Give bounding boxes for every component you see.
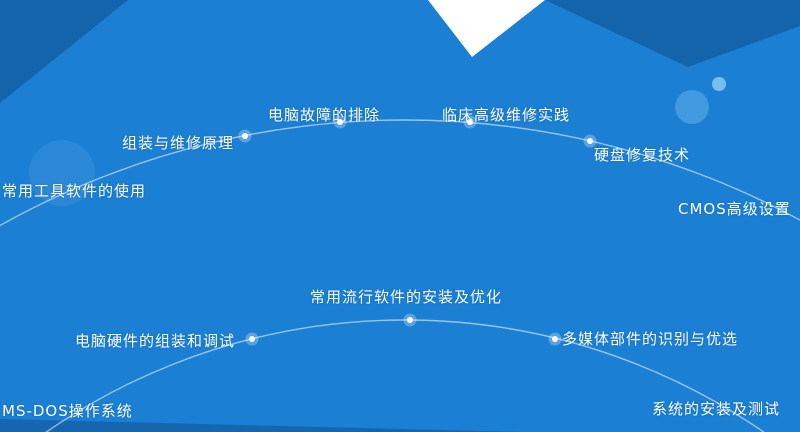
inner-topic-label-3: MS-DOS操作系统 xyxy=(2,402,133,420)
outer-topic-label-4: 硬盘修复技术 xyxy=(594,146,691,164)
inner-arc-dot-2 xyxy=(403,313,417,327)
outer-topic-label-2: 电脑故障的排除 xyxy=(268,106,381,124)
inner-arc xyxy=(45,319,765,432)
top-notch-shape xyxy=(428,0,545,57)
outer-arc xyxy=(0,119,800,227)
outer-topic-label-0: 常用工具软件的使用 xyxy=(2,182,147,200)
inner-topic-label-4: 系统的安装及测试 xyxy=(652,400,781,418)
outer-arc-dot-1 xyxy=(238,129,252,143)
inner-topic-label-0: 电脑硬件的组装和调试 xyxy=(75,332,236,350)
bottom-left-dark-facet xyxy=(0,419,520,432)
outer-topic-label-3: 临床高级维修实践 xyxy=(442,106,571,124)
top-right-dark-facet xyxy=(545,0,800,67)
outer-arc-dot-3 xyxy=(463,115,477,129)
small-bubble xyxy=(712,77,726,91)
outer-topic-label-5: CMOS高级设置 xyxy=(678,200,791,218)
faint-bubble xyxy=(29,140,95,206)
outer-arc-dot-4 xyxy=(583,134,597,148)
inner-topic-label-1: 常用流行软件的安装及优化 xyxy=(310,288,503,306)
inner-arc-dot-1 xyxy=(245,332,259,346)
top-left-dark-facet xyxy=(0,0,128,103)
inner-topic-label-2: 多媒体部件的识别与优选 xyxy=(562,330,739,348)
outer-arc-dot-2 xyxy=(333,115,347,129)
large-bubble xyxy=(675,90,709,124)
inner-arc-dot-3 xyxy=(548,332,562,346)
outer-topic-label-1: 组装与维修原理 xyxy=(122,134,235,152)
